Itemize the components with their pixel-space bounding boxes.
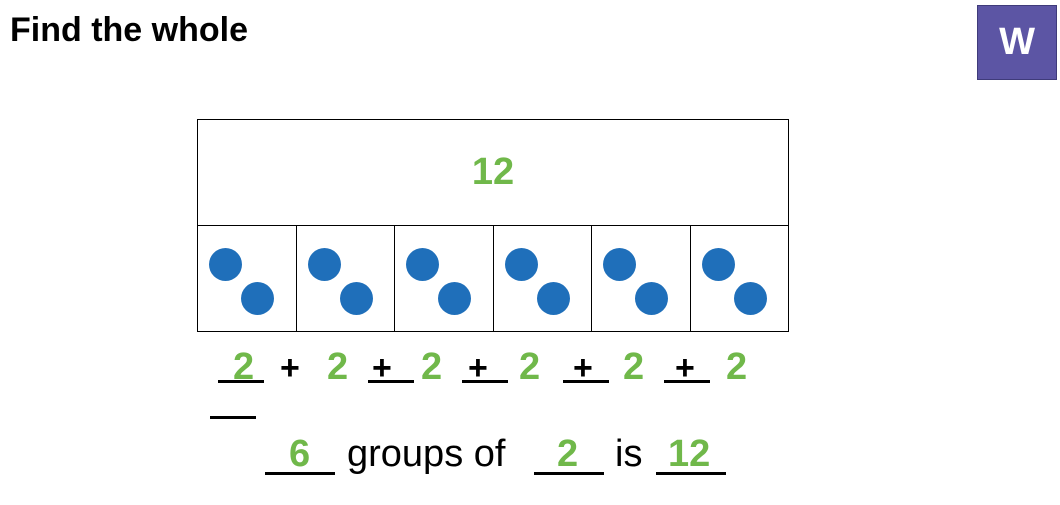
bar-parts bbox=[197, 225, 789, 332]
bar-part bbox=[591, 225, 691, 332]
w-badge: W bbox=[977, 5, 1057, 80]
answer-blank bbox=[218, 380, 264, 383]
addend: 2 bbox=[726, 346, 748, 388]
answer-blank bbox=[210, 416, 256, 419]
answer-blank bbox=[563, 380, 609, 383]
addend: 2 bbox=[519, 346, 541, 388]
counter-dot bbox=[406, 248, 439, 281]
addend: 2 bbox=[327, 346, 349, 388]
counter-dot bbox=[438, 282, 471, 315]
plus-sign: + bbox=[573, 349, 593, 387]
answer-blank bbox=[462, 380, 508, 383]
addend: 2 bbox=[623, 346, 645, 388]
addend: 2 bbox=[421, 346, 443, 388]
counter-dot bbox=[701, 248, 735, 281]
plus-sign: + bbox=[280, 349, 300, 387]
counter-dot bbox=[307, 248, 341, 281]
counter-dot bbox=[209, 248, 242, 281]
answer-blank bbox=[368, 380, 414, 383]
answer-blank bbox=[265, 472, 335, 475]
addend: 2 bbox=[233, 346, 255, 388]
multiplication-sentence: 6 groups of 2 is 12 bbox=[0, 430, 1060, 490]
counter-dot bbox=[603, 248, 636, 281]
bar-part bbox=[492, 225, 592, 332]
plus-sign: + bbox=[675, 349, 695, 387]
bar-part bbox=[197, 225, 297, 332]
plus-sign: + bbox=[468, 349, 488, 387]
answer-blank bbox=[664, 380, 710, 383]
counter-dot bbox=[339, 282, 373, 315]
counter-dot bbox=[733, 282, 767, 315]
counter-dot bbox=[635, 282, 668, 315]
bar-part bbox=[689, 225, 789, 332]
is-text: is bbox=[615, 433, 643, 475]
page-title: Find the whole bbox=[10, 11, 248, 49]
bar-part bbox=[394, 225, 494, 332]
bar-whole: 12 bbox=[197, 119, 789, 226]
counter-dot bbox=[504, 248, 538, 281]
plus-sign: + bbox=[372, 349, 392, 387]
groups-answer: 6 bbox=[289, 433, 311, 475]
size-answer: 2 bbox=[557, 433, 579, 475]
total-answer: 12 bbox=[668, 433, 711, 475]
whole-value: 12 bbox=[471, 151, 515, 193]
repeated-addition: 2 2 2 2 2 2 + + + + + bbox=[0, 340, 1060, 430]
groups-of-text: groups of bbox=[347, 433, 506, 475]
bar-part bbox=[295, 225, 395, 332]
bar-model: 12 bbox=[197, 119, 789, 332]
counter-dot bbox=[241, 282, 274, 315]
counter-dot bbox=[536, 282, 570, 315]
answer-blank bbox=[534, 472, 604, 475]
answer-blank bbox=[656, 472, 726, 475]
